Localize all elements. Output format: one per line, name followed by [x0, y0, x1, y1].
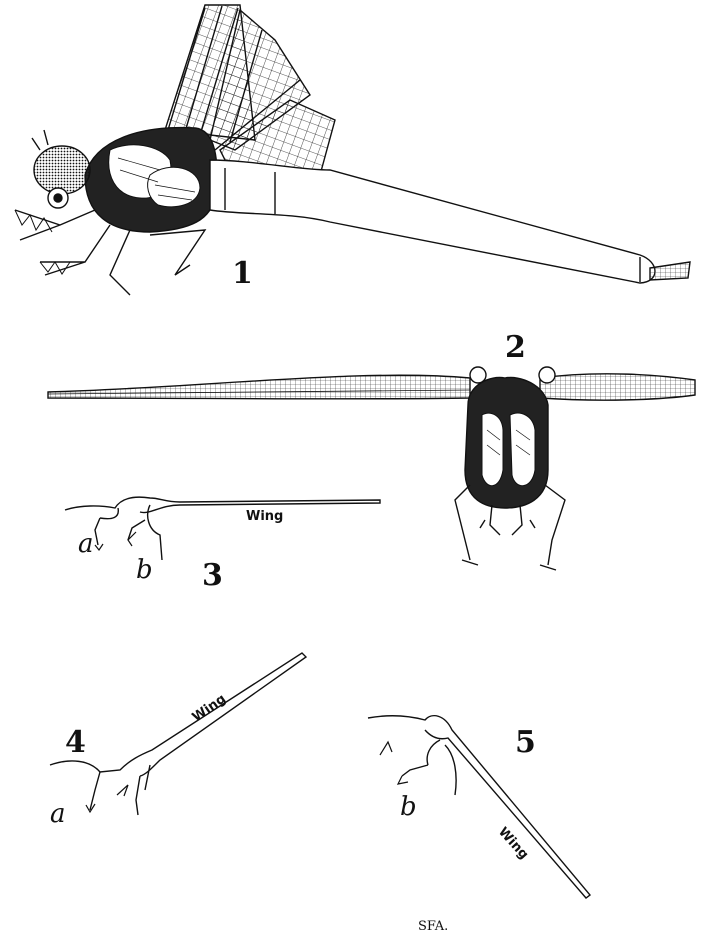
- fig2-number: 2: [505, 330, 526, 365]
- figure-1-damselfly-side: 1: [15, 5, 690, 295]
- fig3-label-b: b: [136, 555, 153, 585]
- fig3-wing-label: Wing: [246, 509, 283, 524]
- fig4-label-a: a: [50, 799, 66, 829]
- figure-5-wing-joint-lowered: b Wing 5: [368, 716, 590, 898]
- fig3-number: 3: [202, 558, 223, 593]
- fig2-left-wing: [48, 375, 470, 399]
- fig5-label-b: b: [400, 792, 417, 822]
- fig4-number: 4: [65, 725, 86, 760]
- fig4-wing-label: Wing: [190, 692, 229, 726]
- fig5-number: 5: [515, 725, 536, 760]
- artist-signature: SFA.: [418, 919, 448, 933]
- fig3-label-a: a: [78, 529, 94, 559]
- fig1-abdomen: [210, 160, 655, 283]
- fig1-number: 1: [232, 256, 253, 291]
- fig2-thorax: [465, 377, 548, 508]
- figure-3-wing-joint-horizontal: a b Wing 3: [65, 497, 380, 593]
- fig2-right-wing: [540, 374, 695, 400]
- figure-4-wing-joint-raised: a Wing 4: [50, 653, 306, 829]
- fig1-head: [34, 146, 90, 194]
- fig5-wing-label: Wing: [495, 825, 531, 863]
- figure-2-damselfly-front: 2: [48, 330, 695, 570]
